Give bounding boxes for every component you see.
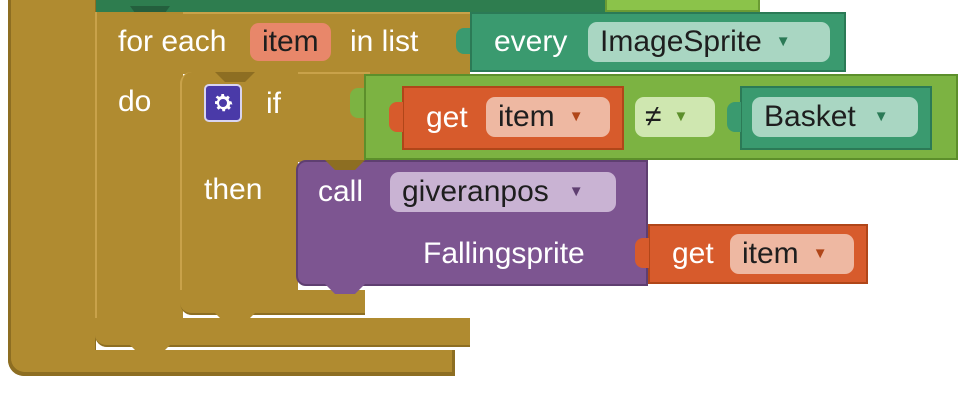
procedure-dropdown[interactable]: giveranpos ▼ (390, 172, 616, 212)
basket-connector (727, 102, 741, 132)
if-block-bottom (180, 290, 365, 315)
foreach-block-bottom (95, 318, 470, 347)
chevron-down-icon: ▼ (568, 108, 584, 125)
every-label: every (494, 25, 568, 58)
foreach-bottom-notch (130, 345, 170, 355)
if-label: if (266, 87, 281, 120)
get-label: get (426, 101, 468, 134)
chevron-down-icon: ▼ (775, 33, 791, 50)
gear-icon[interactable] (204, 84, 242, 122)
arg-var-dropdown[interactable]: item ▼ (730, 234, 854, 274)
if-top-notch (215, 72, 255, 82)
compare-block-connector (350, 88, 364, 118)
component-type-value: ImageSprite (600, 25, 762, 58)
then-label: then (204, 173, 263, 206)
arg-var-value: item (742, 237, 799, 270)
arg-get-label: get (672, 237, 714, 270)
foreach-var-name: item (262, 25, 319, 58)
gear-glyph (215, 94, 233, 112)
foreach-block-spine (95, 12, 183, 347)
foreach-var-field[interactable]: item (250, 23, 331, 61)
operator-value: ≠ (645, 100, 662, 133)
get-item-connector (389, 102, 403, 132)
param-label: Fallingsprite (423, 237, 585, 270)
call-bottom-notch (325, 284, 365, 294)
chevron-down-icon: ▼ (873, 108, 889, 125)
parent-block-stub-right (605, 0, 760, 12)
get-var-dropdown[interactable]: item ▼ (486, 97, 610, 137)
get-var-value: item (498, 100, 555, 133)
outer-block-bottom-face (11, 350, 452, 372)
chevron-down-icon: ▼ (812, 245, 828, 262)
component-dropdown[interactable]: Basket ▼ (752, 97, 918, 137)
operator-dropdown[interactable]: ≠ ▼ (635, 97, 715, 137)
if-bottom-notch (215, 313, 255, 323)
arg-get-item-connector (635, 238, 649, 268)
component-value: Basket (764, 100, 856, 133)
procedure-value: giveranpos (402, 175, 549, 208)
component-type-dropdown[interactable]: ImageSprite ▼ (588, 22, 830, 62)
call-top-notch (325, 160, 365, 170)
every-block-connector (456, 28, 470, 54)
in-list-label: in list (350, 25, 419, 58)
chevron-down-icon: ▼ (568, 183, 584, 200)
foreach-label: for each (118, 25, 227, 58)
call-label: call (318, 175, 364, 208)
outer-block-frame-face (11, 0, 95, 372)
do-label: do (118, 85, 152, 118)
chevron-down-icon: ▼ (673, 108, 689, 125)
